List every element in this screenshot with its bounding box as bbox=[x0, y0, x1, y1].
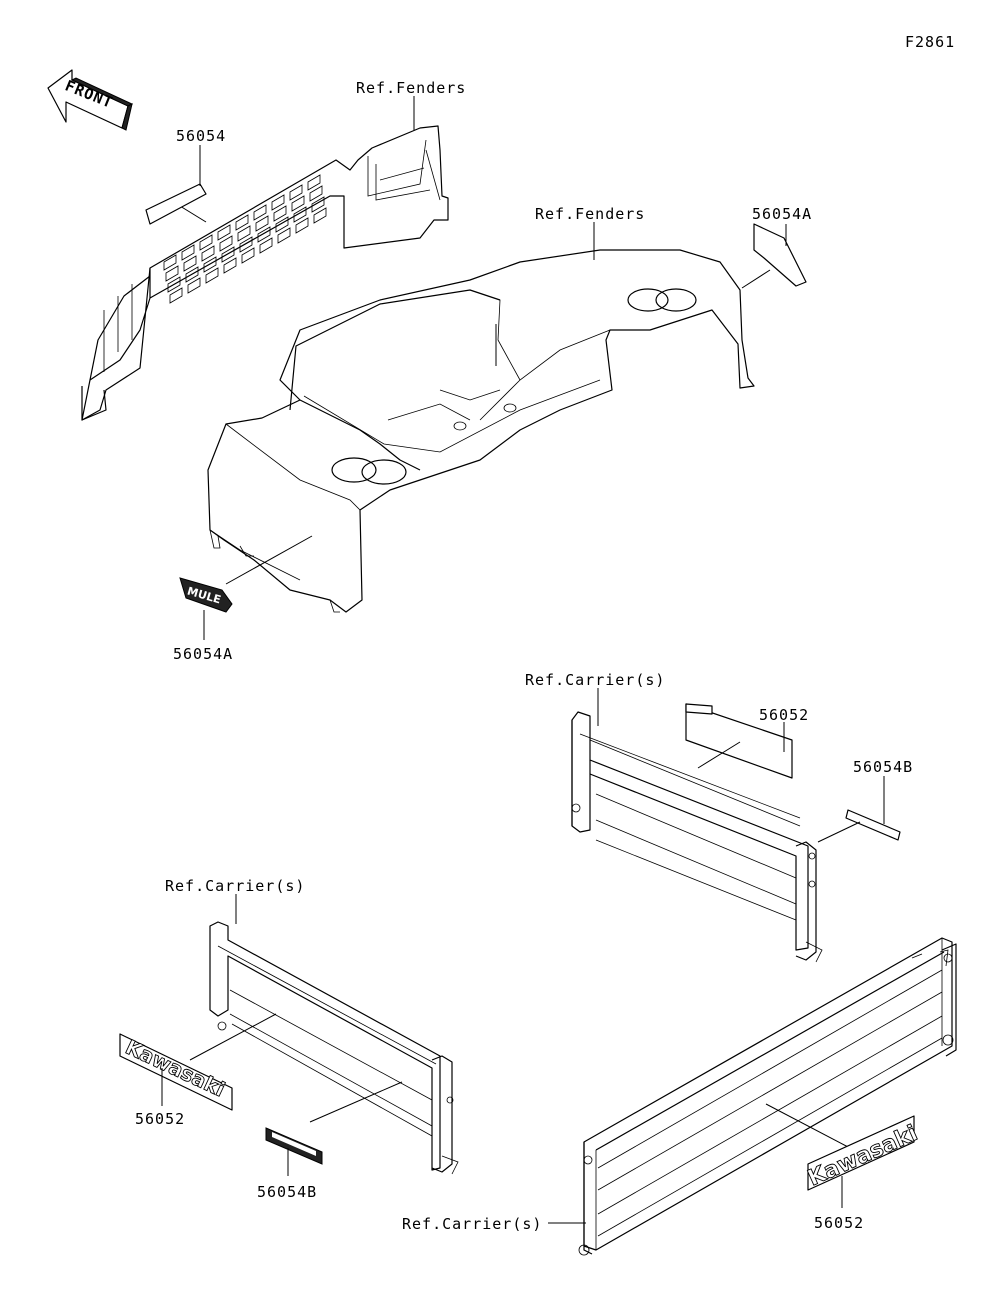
label-56054A-left: 56054A bbox=[173, 645, 233, 663]
grille-slot bbox=[241, 247, 255, 264]
grille-slot bbox=[289, 184, 303, 201]
decal-56054B-left bbox=[265, 1127, 323, 1165]
grille-slot bbox=[295, 217, 309, 234]
grille-slot bbox=[311, 196, 325, 213]
grille-slot bbox=[203, 256, 217, 273]
kawasaki-logo-right: Kawasaki bbox=[804, 1121, 921, 1192]
label-ref-fenders-1: Ref.Fenders bbox=[356, 79, 466, 97]
grille-slot bbox=[187, 277, 201, 294]
decal-56052-kawasaki-right: Kawasaki bbox=[804, 1115, 922, 1192]
grille-slot bbox=[237, 225, 251, 242]
label-ref-carrier-1: Ref.Carrier(s) bbox=[525, 671, 665, 689]
label-56054B-left: 56054B bbox=[257, 1183, 317, 1201]
decal-56054B-right bbox=[845, 809, 901, 841]
grille-slot bbox=[185, 266, 199, 283]
tailgate-panel bbox=[578, 937, 957, 1256]
label-56052-bottom: 56052 bbox=[814, 1214, 864, 1232]
grille-slot bbox=[223, 257, 237, 274]
label-ref-carrier-2: Ref.Carrier(s) bbox=[165, 877, 305, 895]
grille-slot bbox=[255, 215, 269, 232]
label-56054B-right: 56054B bbox=[853, 758, 913, 776]
decal-56054 bbox=[145, 183, 207, 225]
diagram-id: F2861 bbox=[905, 33, 955, 51]
carrier-panel-upper-right bbox=[571, 711, 823, 963]
label-56054-top: 56054 bbox=[176, 127, 226, 145]
label-56052-left: 56052 bbox=[135, 1110, 185, 1128]
label-56052-right: 56052 bbox=[759, 706, 809, 724]
grille-slot bbox=[205, 267, 219, 284]
grille-slot bbox=[275, 216, 289, 233]
grille-slot bbox=[219, 235, 233, 252]
grille-slot bbox=[259, 237, 273, 254]
grille-slot bbox=[253, 204, 267, 221]
carrier-panel-lower-left bbox=[209, 921, 459, 1175]
grille-slot bbox=[181, 244, 195, 261]
label-56054A-right: 56054A bbox=[752, 205, 812, 223]
decal-56052-right bbox=[685, 703, 793, 779]
grille-slot bbox=[221, 246, 235, 263]
grille-slot bbox=[309, 185, 323, 202]
decal-56052-kawasaki-left: Kawasaki bbox=[119, 1033, 233, 1111]
grille-slot bbox=[163, 254, 177, 271]
label-ref-fenders-2: Ref.Fenders bbox=[535, 205, 645, 223]
grille-slot bbox=[235, 214, 249, 231]
decal-56054A-mule: MULE bbox=[179, 577, 233, 613]
grille-slot bbox=[167, 276, 181, 293]
decal-56052-right-tab bbox=[685, 703, 713, 715]
grille-slot bbox=[277, 227, 291, 244]
grille-slot bbox=[239, 236, 253, 253]
grille-slot bbox=[257, 226, 271, 243]
grille-slot bbox=[271, 194, 285, 211]
decal-56054A-right bbox=[753, 223, 807, 287]
grille-slot bbox=[169, 287, 183, 304]
grille-slot bbox=[273, 205, 287, 222]
label-ref-carrier-3: Ref.Carrier(s) bbox=[402, 1215, 542, 1233]
grille-slot bbox=[307, 174, 321, 191]
kawasaki-logo-left: Kawasaki bbox=[122, 1035, 229, 1102]
front-arrow-icon: FRONT bbox=[47, 69, 134, 131]
grille-slot bbox=[199, 234, 213, 251]
grille-slot bbox=[291, 195, 305, 212]
grille-slot bbox=[165, 265, 179, 282]
grille-slot bbox=[201, 245, 215, 262]
grille-slot bbox=[217, 224, 231, 241]
grille-slot bbox=[293, 206, 307, 223]
grille-slot bbox=[313, 207, 327, 224]
front-grille-panel bbox=[81, 125, 449, 421]
rear-fender-body bbox=[207, 249, 755, 613]
grille-slot bbox=[183, 255, 197, 272]
